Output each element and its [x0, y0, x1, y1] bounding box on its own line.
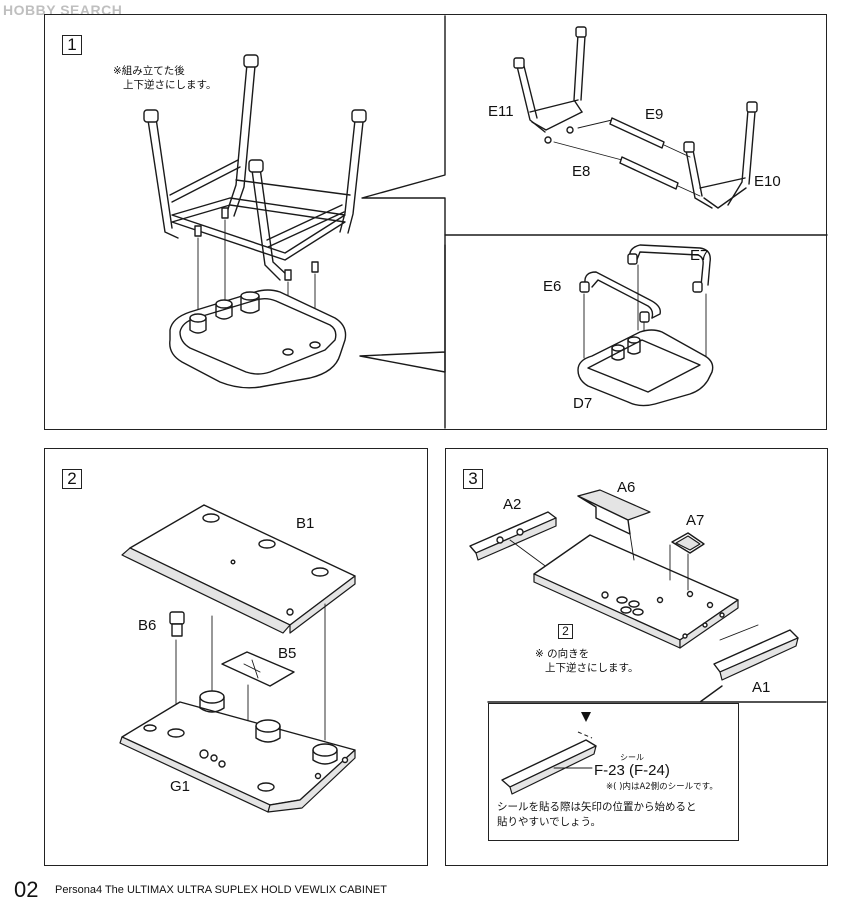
- part-label-a2: A2: [503, 496, 522, 513]
- part-label-a1: A1: [752, 679, 771, 696]
- step2-number: 2: [62, 469, 82, 489]
- part-label-b6: B6: [138, 617, 157, 634]
- seal-furigana: シール: [620, 753, 644, 762]
- step3-number: 3: [463, 469, 483, 489]
- part-label-e6: E6: [543, 278, 562, 295]
- step1-note-line1: ※組み立てた後: [113, 65, 185, 77]
- part-label-e10: E10: [754, 173, 781, 190]
- page-number: 02: [14, 877, 39, 902]
- part-label-b1: B1: [296, 515, 315, 532]
- part-label-a7: A7: [686, 512, 705, 529]
- part-label-e7: E7: [690, 247, 709, 264]
- part-label-g1: G1: [170, 778, 191, 795]
- seal-tip-line1: シールを貼る際は矢印の位置から始めると: [497, 801, 697, 813]
- footer-title: Persona4 The ULTIMAX ULTRA SUPLEX HOLD V…: [55, 884, 387, 896]
- seal-note: ※( )内はA2側のシールです。: [606, 782, 718, 792]
- part-label-d7: D7: [573, 395, 593, 412]
- seal-label: F-23 (F-24): [594, 762, 670, 779]
- step3-note-line2: 上下逆さにします。: [545, 662, 639, 674]
- step1-number: 1: [62, 35, 82, 55]
- step1-note-line2: 上下逆さにします。: [123, 79, 217, 91]
- part-label-b5: B5: [278, 645, 297, 662]
- part-label-e8: E8: [572, 163, 591, 180]
- part-label-a6: A6: [617, 479, 636, 496]
- seal-tip-line2: 貼りやすいでしょう。: [497, 816, 602, 828]
- seal-instruction-box: [488, 703, 739, 841]
- step3-note-line1: ※ の向きを: [535, 648, 590, 660]
- part-label-e11: E11: [488, 103, 514, 120]
- part-label-e9: E9: [645, 106, 664, 123]
- step3-ref-step: 2: [558, 624, 573, 639]
